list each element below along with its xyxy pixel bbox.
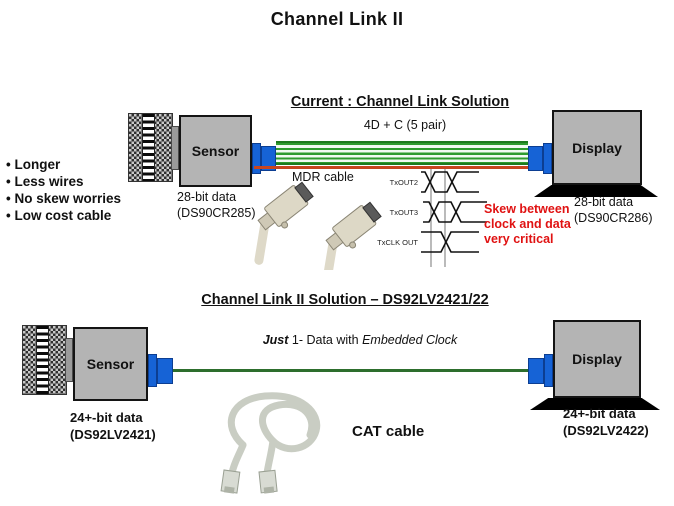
display1-data-width: 28-bit data	[574, 195, 634, 209]
cat-cable-label: CAT cable	[352, 423, 425, 440]
embedded-clock-caption: Just 1- Data with Embedded Clock	[240, 333, 480, 347]
benefits-list: Longer Less wires No skew worries Low co…	[6, 156, 186, 224]
connector-blue-icon	[528, 358, 544, 384]
caption-mid: 1- Data with	[288, 333, 363, 347]
section1-heading: Current : Channel Link Solution	[290, 94, 510, 110]
caption-emph: Embedded Clock	[362, 333, 458, 347]
connector-blue-icon	[252, 143, 261, 174]
display1-partnumber: 28-bit data (DS90CR286)	[574, 194, 653, 226]
sensor1-part: (DS90CR285)	[177, 206, 256, 220]
single-pair-wire-icon	[173, 369, 528, 372]
benefit-item: No skew worries	[6, 190, 186, 207]
five-pair-cable-icon	[276, 141, 528, 165]
connector-blue-icon	[544, 354, 553, 387]
sensor2-part: (DS92LV2421)	[70, 427, 156, 442]
display2-data-width: 24+-bit data	[563, 406, 636, 421]
skew-line: clock and data	[484, 217, 571, 231]
sensor-box-2: Sensor	[73, 327, 148, 401]
section2-heading: Channel Link II Solution – DS92LV2421/22	[201, 292, 489, 308]
display-stand-icon	[534, 185, 658, 197]
connector-blue-icon	[528, 146, 543, 171]
caption-just: Just	[262, 333, 289, 347]
sensor-stripe-icon	[36, 326, 49, 394]
image-sensor-icon	[22, 325, 67, 395]
sensor-mount-tab	[65, 338, 73, 382]
display-box-1: Display	[552, 110, 642, 185]
waveform-label-txclk: TxCLK OUT	[377, 238, 418, 247]
sensor-label: Sensor	[86, 356, 135, 372]
slide-title: Channel Link II	[270, 9, 404, 29]
image-sensor-icon	[128, 113, 173, 182]
connector-blue-icon	[148, 354, 157, 387]
mdr-connector-icon	[254, 181, 382, 270]
display-box-2: Display	[553, 320, 641, 398]
skew-warning-note: Skew between clock and data very critica…	[484, 202, 594, 247]
skew-line: Skew between	[484, 202, 570, 216]
benefit-item: Longer	[6, 156, 186, 173]
skew-line: very critical	[484, 232, 554, 246]
connector-blue-icon	[543, 143, 552, 174]
display1-part: (DS90CR286)	[574, 211, 653, 225]
display2-part: (DS92LV2422)	[563, 423, 649, 438]
sensor2-data-width: 24+-bit data	[70, 410, 143, 425]
display2-partnumber: 24+-bit data (DS92LV2422)	[563, 405, 649, 439]
cat-cable-icon	[220, 392, 321, 494]
connector-blue-icon	[261, 146, 276, 171]
sensor-box-1: Sensor	[179, 115, 252, 187]
cable-pairs-label: 4D + C (5 pair)	[363, 118, 447, 132]
display-stand-icon	[530, 398, 660, 410]
benefit-item: Low cost cable	[6, 207, 186, 224]
display-label: Display	[572, 139, 622, 156]
sensor-label: Sensor	[191, 143, 240, 159]
sensor-stripe-icon	[142, 114, 155, 181]
sensor2-partnumber: 24+-bit data (DS92LV2421)	[70, 409, 156, 443]
waveform-label-txout3: TxOUT3	[389, 208, 418, 217]
sensor-mount-tab	[171, 126, 179, 170]
mdr-cable-label: MDR cable	[292, 170, 354, 184]
waveform-eye-diagram-icon	[421, 169, 487, 267]
sensor1-data-width: 28-bit data	[177, 190, 237, 204]
display-label: Display	[572, 351, 622, 367]
waveform-label-txout2: TxOUT2	[389, 178, 418, 187]
connector-blue-icon	[157, 358, 173, 384]
benefit-item: Less wires	[6, 173, 186, 190]
red-wire-icon	[254, 166, 544, 169]
sensor1-partnumber: 28-bit data (DS90CR285)	[177, 189, 256, 221]
